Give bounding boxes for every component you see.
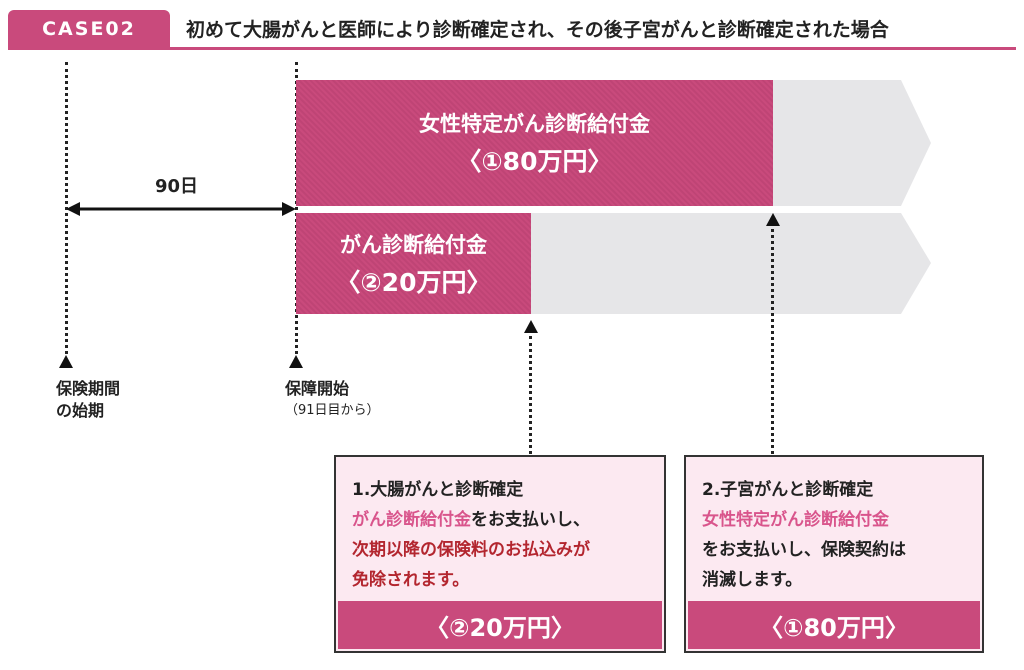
event-2-line-3: をお支払いし、保険契約は — [702, 540, 906, 560]
policy-start-label: 保険期間 の始期 — [56, 378, 120, 422]
event-1-line — [529, 336, 532, 454]
event-1-heading: 1.大腸がんと診断確定 — [352, 480, 524, 500]
case-tab: CASE02 — [8, 10, 170, 48]
policy-start-line — [65, 62, 68, 354]
coverage-start-note: （91日目から） — [285, 403, 380, 418]
event-2-line-4: 消滅します。 — [702, 570, 803, 590]
event-2-line — [771, 229, 774, 454]
event-2-heading: 2.子宮がんと診断確定 — [702, 480, 874, 500]
event-1-box: 1.大腸がんと診断確定 がん診断給付金をお支払いし、 次期以降の保険料のお払込み… — [334, 455, 666, 653]
event-1-waiver-line-1: 次期以降の保険料のお払込みが — [352, 540, 590, 560]
event-1-triangle-icon — [524, 320, 538, 333]
coverage-start-label: 保障開始 （91日目から） — [285, 378, 380, 422]
coverage-start-line — [295, 62, 298, 354]
event-2-amount: 〈①80万円〉 — [688, 601, 980, 649]
event-2-box: 2.子宮がんと診断確定 女性特定がん診断給付金 をお支払いし、保険契約は 消滅し… — [684, 455, 984, 653]
event-1-amount: 〈②20万円〉 — [338, 601, 662, 649]
case-title: 初めて大腸がんと医師により診断確定され、その後子宮がんと診断確定された場合 — [186, 19, 889, 41]
bar-1-amount: 〈①80万円〉 — [456, 147, 613, 176]
bar-2-name: がん診断給付金 — [340, 232, 487, 257]
ninety-day-arrow-icon — [66, 202, 296, 216]
policy-start-label-2: の始期 — [56, 401, 105, 420]
policy-start-label-1: 保険期間 — [56, 379, 121, 398]
coverage-start-text: 保障開始 — [285, 379, 350, 398]
event-1-text: をお支払いし、 — [471, 510, 590, 530]
event-2-highlight: 女性特定がん診断給付金 — [702, 510, 889, 530]
event-1-waiver-line-2: 免除されます。 — [352, 570, 470, 590]
header-divider — [8, 47, 1016, 50]
cancer-benefit-bar: がん診断給付金 〈②20万円〉 — [296, 213, 531, 314]
bar-1-name: 女性特定がん診断給付金 — [419, 112, 650, 136]
bar-2-amount: 〈②20万円〉 — [335, 267, 492, 297]
coverage-start-triangle-icon — [289, 355, 303, 368]
female-cancer-benefit-bar: 女性特定がん診断給付金 〈①80万円〉 — [296, 80, 773, 206]
policy-start-triangle-icon — [59, 355, 73, 368]
period-label: 90日 — [155, 176, 199, 197]
event-1-highlight: がん診断給付金 — [352, 510, 471, 530]
event-2-triangle-icon — [766, 213, 780, 226]
